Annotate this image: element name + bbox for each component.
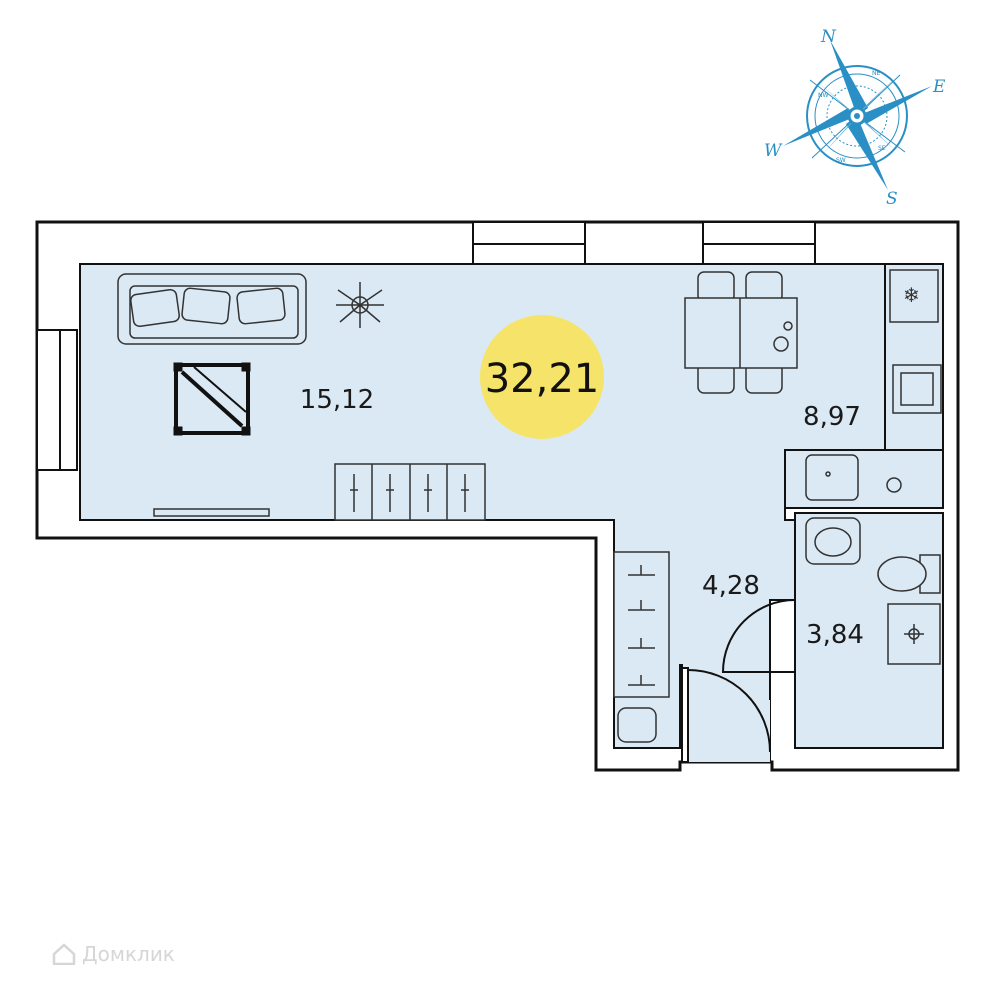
plant-icon (336, 282, 384, 328)
dining-table-icon (684, 271, 798, 394)
tv-icon (153, 508, 270, 517)
total-area-badge: 32,21 (480, 315, 604, 439)
pouf-icon (617, 707, 657, 743)
outer-walls (35, 220, 960, 772)
svg-text:❄: ❄ (903, 283, 920, 307)
kitchen-sink-icon (805, 454, 902, 501)
shower-icon (887, 603, 941, 665)
compass-ne-label: NE (872, 70, 880, 77)
toilet-icon (877, 554, 941, 594)
bathroom-area: 3,84 (806, 620, 864, 650)
total-area-label: 32,21 (485, 356, 600, 402)
compass-se-label: SE (878, 145, 886, 152)
wardrobe-icon (334, 463, 486, 521)
hall-wardrobe-icon (613, 551, 670, 698)
compass-south-label: S (886, 189, 898, 209)
compass-nw-label: NW (818, 92, 828, 99)
sofa-icon (117, 273, 307, 345)
watermark: Домклик (52, 942, 175, 966)
fridge-icon: ❄ (889, 269, 939, 323)
compass-north-label: N (820, 27, 837, 47)
windows (36, 221, 816, 471)
house-icon (52, 943, 76, 965)
compass-east-label: E (932, 77, 946, 97)
compass-west-label: W (764, 141, 783, 161)
kitchen-area: 8,97 (803, 402, 861, 432)
bathroom-sink-icon (805, 517, 861, 565)
hall-area: 4,28 (702, 571, 760, 601)
entrance-door (681, 667, 771, 763)
compass-sw-label: SW (836, 157, 846, 164)
compass-rose: N E S W NE NW SE SW (764, 27, 946, 209)
stove-icon (892, 364, 942, 414)
coffee-table-icon (173, 362, 251, 436)
watermark-text: Домклик (82, 942, 175, 966)
bathroom-door (721, 599, 796, 673)
living-room-area: 15,12 (300, 385, 374, 415)
